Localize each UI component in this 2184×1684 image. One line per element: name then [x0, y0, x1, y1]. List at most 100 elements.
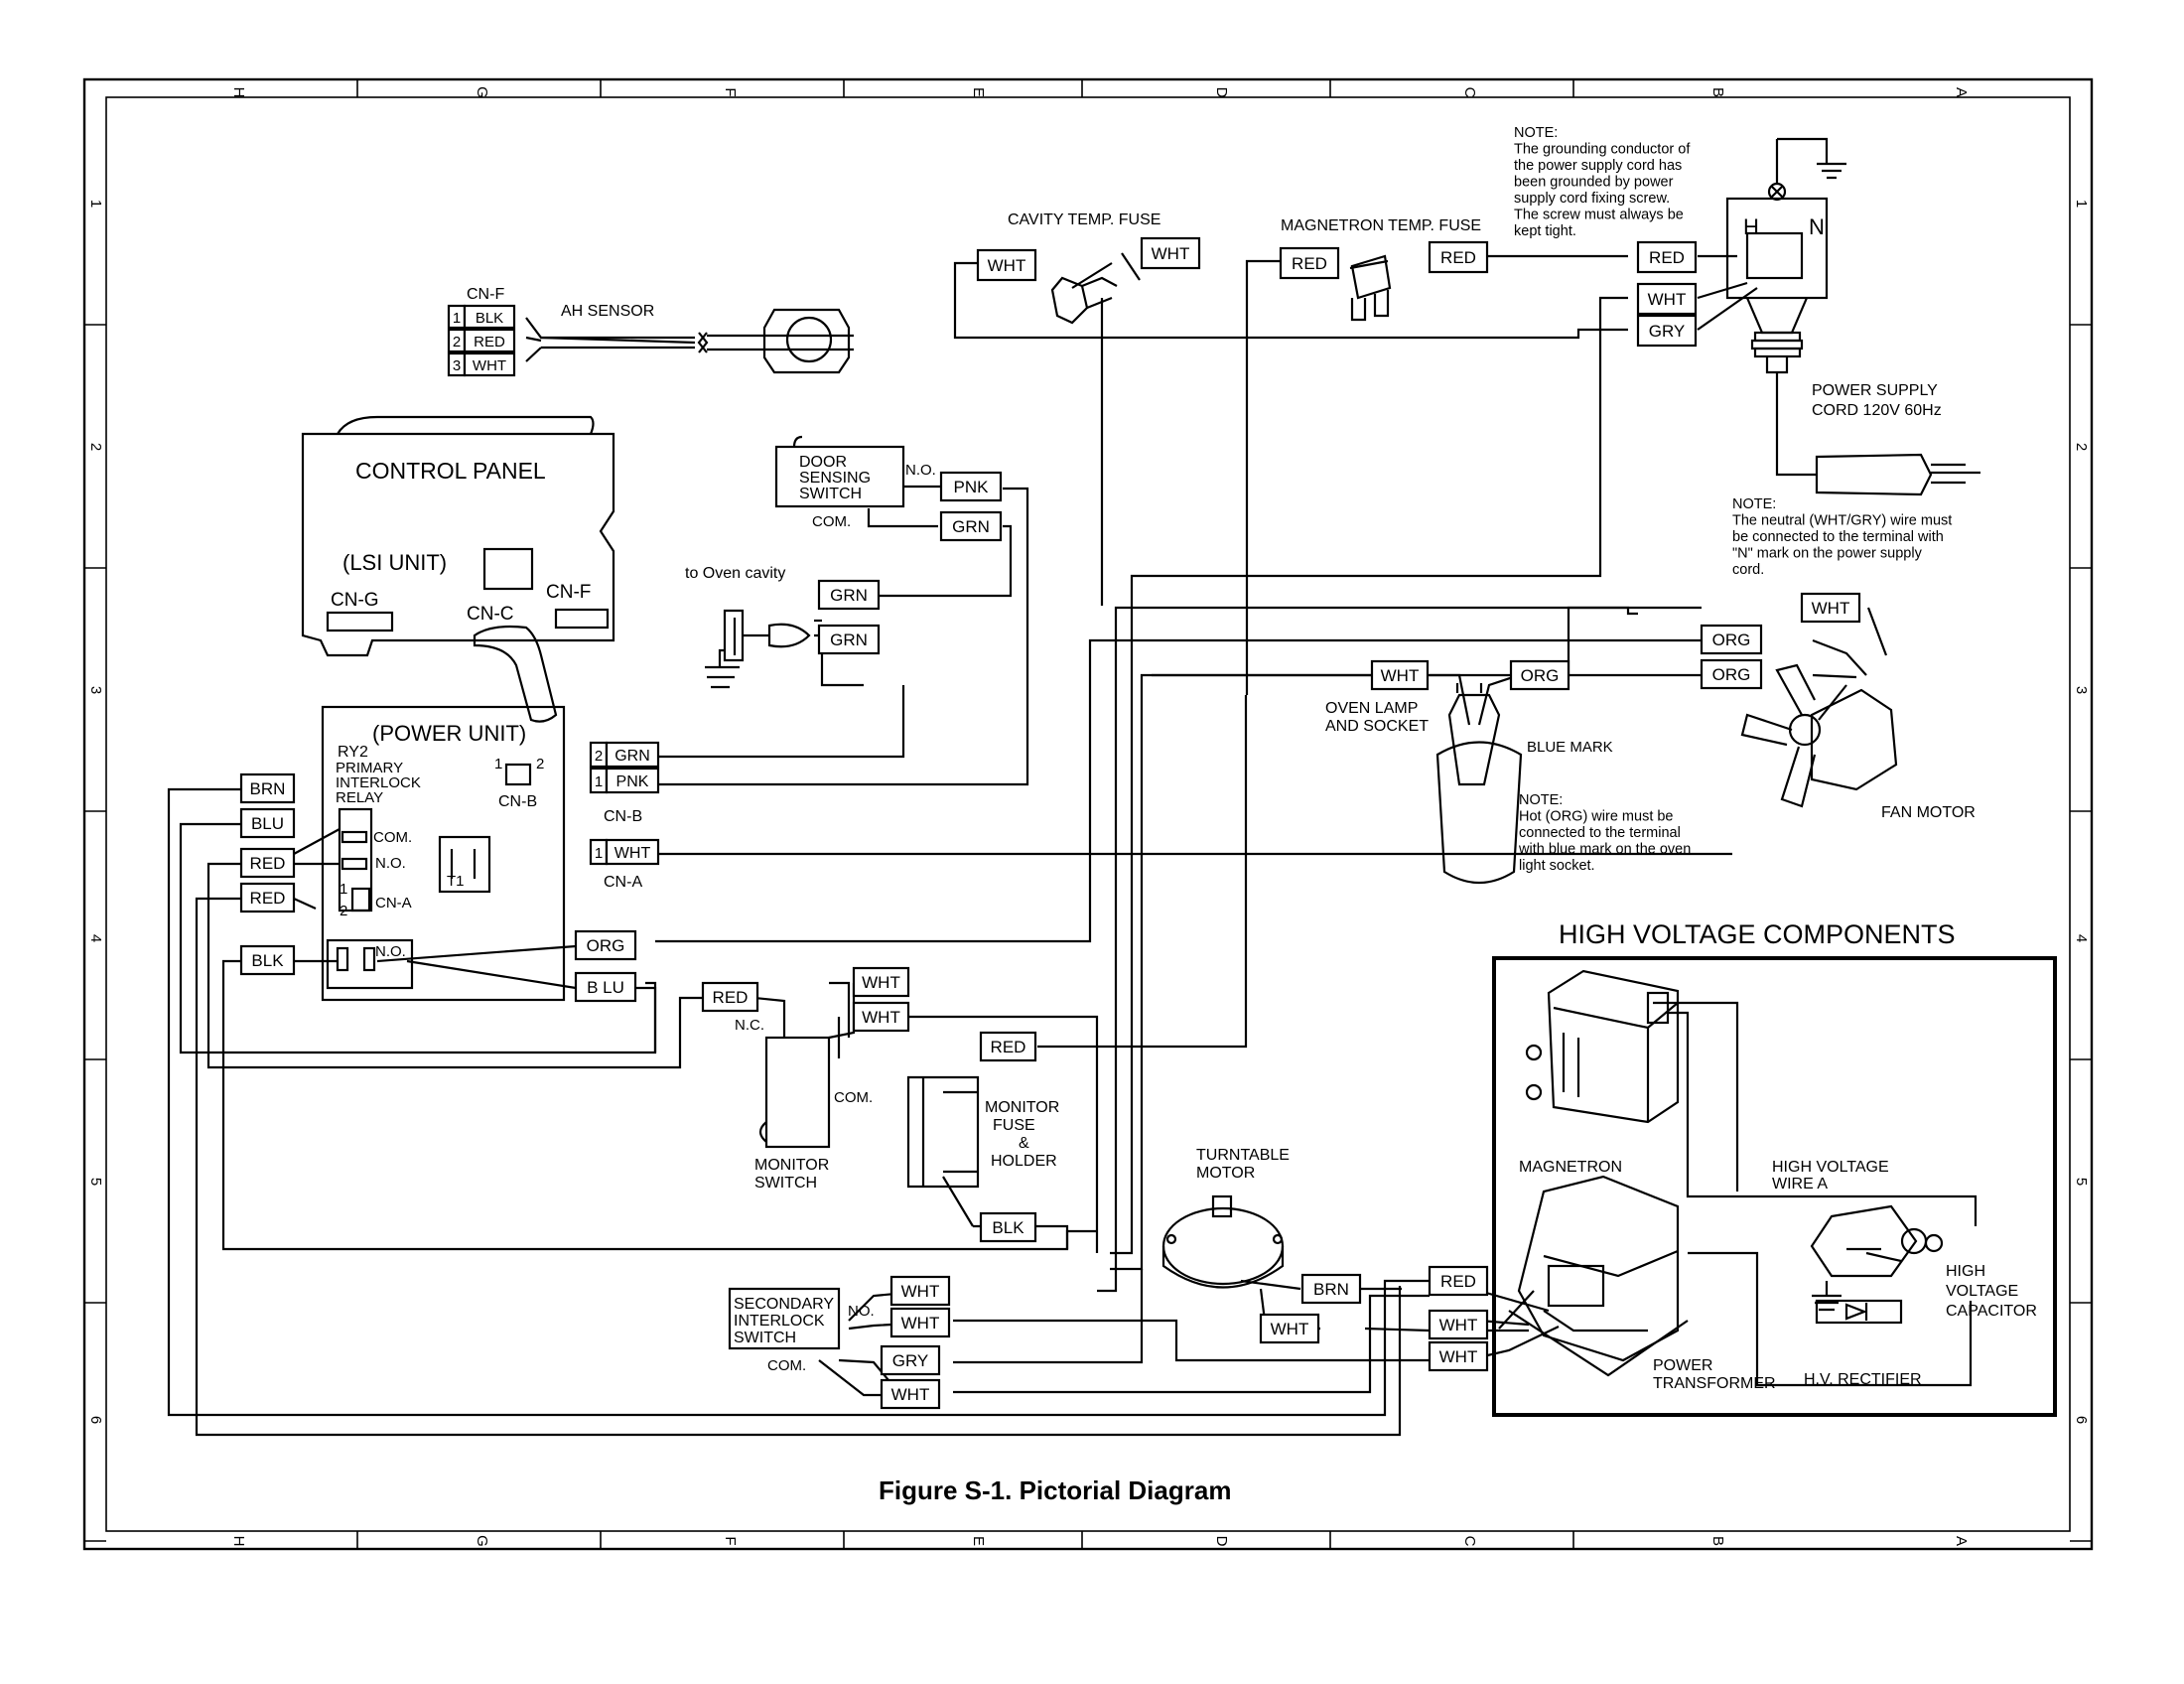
- wire-tag-label: RED: [713, 988, 749, 1007]
- note2-line-3: "N" mark on the power supply: [1732, 546, 1923, 562]
- wire-tag-blu-22: B LU: [574, 971, 637, 1003]
- door-switch-label-1: DOOR: [799, 454, 847, 471]
- wire-tag-label: PNK: [954, 478, 990, 496]
- door-sensing-switch-drawing: [774, 435, 905, 508]
- power-cord-label-1: POWER SUPPLY: [1812, 382, 1938, 399]
- grid-col-label-a: A: [1953, 1536, 1970, 1546]
- grid-col-label-h: H: [230, 1536, 247, 1547]
- wire-tag-label: RED: [250, 889, 286, 908]
- wire-tag-blk-20: BLK: [239, 944, 296, 976]
- wire-tag-box: [1800, 592, 1861, 624]
- wire-tag-red-3: RED: [1428, 240, 1489, 274]
- grid-row-label-4: 4: [2073, 934, 2090, 942]
- wire-tag-label: WHT: [1152, 244, 1190, 263]
- pin-number: 1: [453, 310, 461, 327]
- door-switch-com-label: COM.: [812, 513, 851, 530]
- grid-col-label-f: F: [722, 87, 739, 96]
- wire-tag-label: ORG: [587, 936, 625, 955]
- grid-col-label-b: B: [1709, 1536, 1726, 1546]
- wire-tag-box: [1279, 246, 1340, 280]
- wire-tag-box: [1700, 624, 1763, 655]
- cn-c-label: CN-C: [467, 604, 514, 625]
- monitor-switch-nc-label: N.C.: [735, 1017, 764, 1034]
- note3-line-1: Hot (ORG) wire must be: [1519, 809, 1674, 825]
- wire-tag-box: [1700, 658, 1763, 690]
- grid-row-label-6: 6: [2073, 1416, 2090, 1424]
- wire-tag-label: WHT: [1271, 1320, 1309, 1338]
- wire-tag-wht-29: WHT: [889, 1307, 951, 1338]
- wire-tag-wht-25: WHT: [852, 1001, 910, 1033]
- monitor-fuse-label-1: MONITOR: [985, 1099, 1059, 1116]
- relay-no-label: N.O.: [375, 855, 406, 872]
- note3-line-4: light socket.: [1519, 858, 1595, 874]
- plug-n-label: N: [1809, 214, 1825, 239]
- pin-1-label: 1: [494, 756, 502, 772]
- power-transformer-label-2: TRANSFORMER: [1653, 1375, 1776, 1392]
- wire-tag-red-2: RED: [1279, 246, 1340, 280]
- secondary-com-label: COM.: [767, 1357, 806, 1374]
- pin-color: WHT: [614, 845, 651, 862]
- power-unit-board: [321, 705, 566, 1002]
- wire-tag-box: [1509, 659, 1570, 691]
- wire-tag-label: RED: [1649, 248, 1685, 267]
- monitor-switch-label-2: SWITCH: [754, 1175, 817, 1192]
- magnetron-temp-fuse-label: MAGNETRON TEMP. FUSE: [1281, 217, 1481, 234]
- pin-1b-label: 1: [340, 881, 347, 898]
- cn-a-board-label: CN-A: [375, 895, 412, 912]
- oven-cavity-terminal: [705, 609, 811, 689]
- wire-tag-org-13: ORG: [1700, 658, 1763, 690]
- wire-tag-box: [1428, 1265, 1489, 1297]
- wire-tag-box: [817, 624, 881, 655]
- wire-tag-box: [889, 1275, 951, 1307]
- pin-color-box: [605, 741, 660, 769]
- note2-line-2: be connected to the terminal with: [1732, 529, 1944, 545]
- wire-tag-wht-5: WHT: [1636, 282, 1698, 316]
- grid-row-label-2: 2: [87, 443, 104, 451]
- wire-tag-label: GRY: [892, 1351, 929, 1370]
- pin-number: 1: [595, 845, 603, 862]
- note1-line-6: kept tight.: [1514, 223, 1576, 239]
- relay-com-label: COM.: [373, 829, 412, 846]
- hv-rectifier-label: H.V. RECTIFIER: [1804, 1371, 1922, 1388]
- wire-tag-label: BLU: [251, 814, 284, 833]
- wire-tag-wht-36: WHT: [1428, 1340, 1489, 1372]
- note1-line-0: NOTE:: [1514, 125, 1558, 141]
- wire-tag-wht-14: WHT: [1370, 659, 1430, 691]
- door-switch-label-2: SENSING: [799, 470, 871, 487]
- pin-color-box: [605, 767, 660, 794]
- wire-tag-box: [939, 510, 1003, 542]
- door-switch-label-3: SWITCH: [799, 486, 862, 502]
- wire-tag-box: [239, 882, 296, 913]
- wire-tag-box: [889, 1307, 951, 1338]
- magnetron-temp-fuse-drawing: [1350, 254, 1392, 322]
- wire-tag-label: ORG: [1712, 631, 1751, 649]
- wire-tag-blu-17: BLU: [239, 807, 296, 839]
- hv-wire-a-label-1: HIGH VOLTAGE: [1772, 1159, 1889, 1176]
- oven-lamp-label-1: OVEN LAMP: [1325, 700, 1418, 717]
- wire-tag-box: [1636, 282, 1698, 316]
- relay-label-1: PRIMARY: [336, 760, 403, 776]
- wire-tag-grn-8: GRN: [939, 510, 1003, 542]
- fan-motor-drawing: [1740, 663, 1898, 808]
- grid-row-label-4: 4: [87, 934, 104, 942]
- note1-line-4: supply cord fixing screw.: [1514, 191, 1670, 207]
- pin-number: 1: [595, 773, 603, 790]
- pin-2-label: 2: [536, 756, 544, 772]
- pin-color-box: [605, 838, 660, 866]
- grid-col-label-d: D: [1213, 87, 1230, 98]
- secondary-interlock-label-1: SECONDARY: [734, 1296, 834, 1313]
- grid-col-label-e: E: [970, 1536, 987, 1546]
- wire-tag-label: GRY: [1649, 322, 1686, 341]
- wire-tag-box: [1428, 1340, 1489, 1372]
- wire-tag-org-12: ORG: [1700, 624, 1763, 655]
- wire-tag-wht-0: WHT: [976, 248, 1037, 282]
- pin-2b-label: 2: [340, 903, 347, 919]
- hv-capacitor-label-1: HIGH: [1946, 1263, 1985, 1280]
- pin-number: 2: [595, 748, 603, 765]
- grid-row-label-1: 1: [2073, 200, 2090, 208]
